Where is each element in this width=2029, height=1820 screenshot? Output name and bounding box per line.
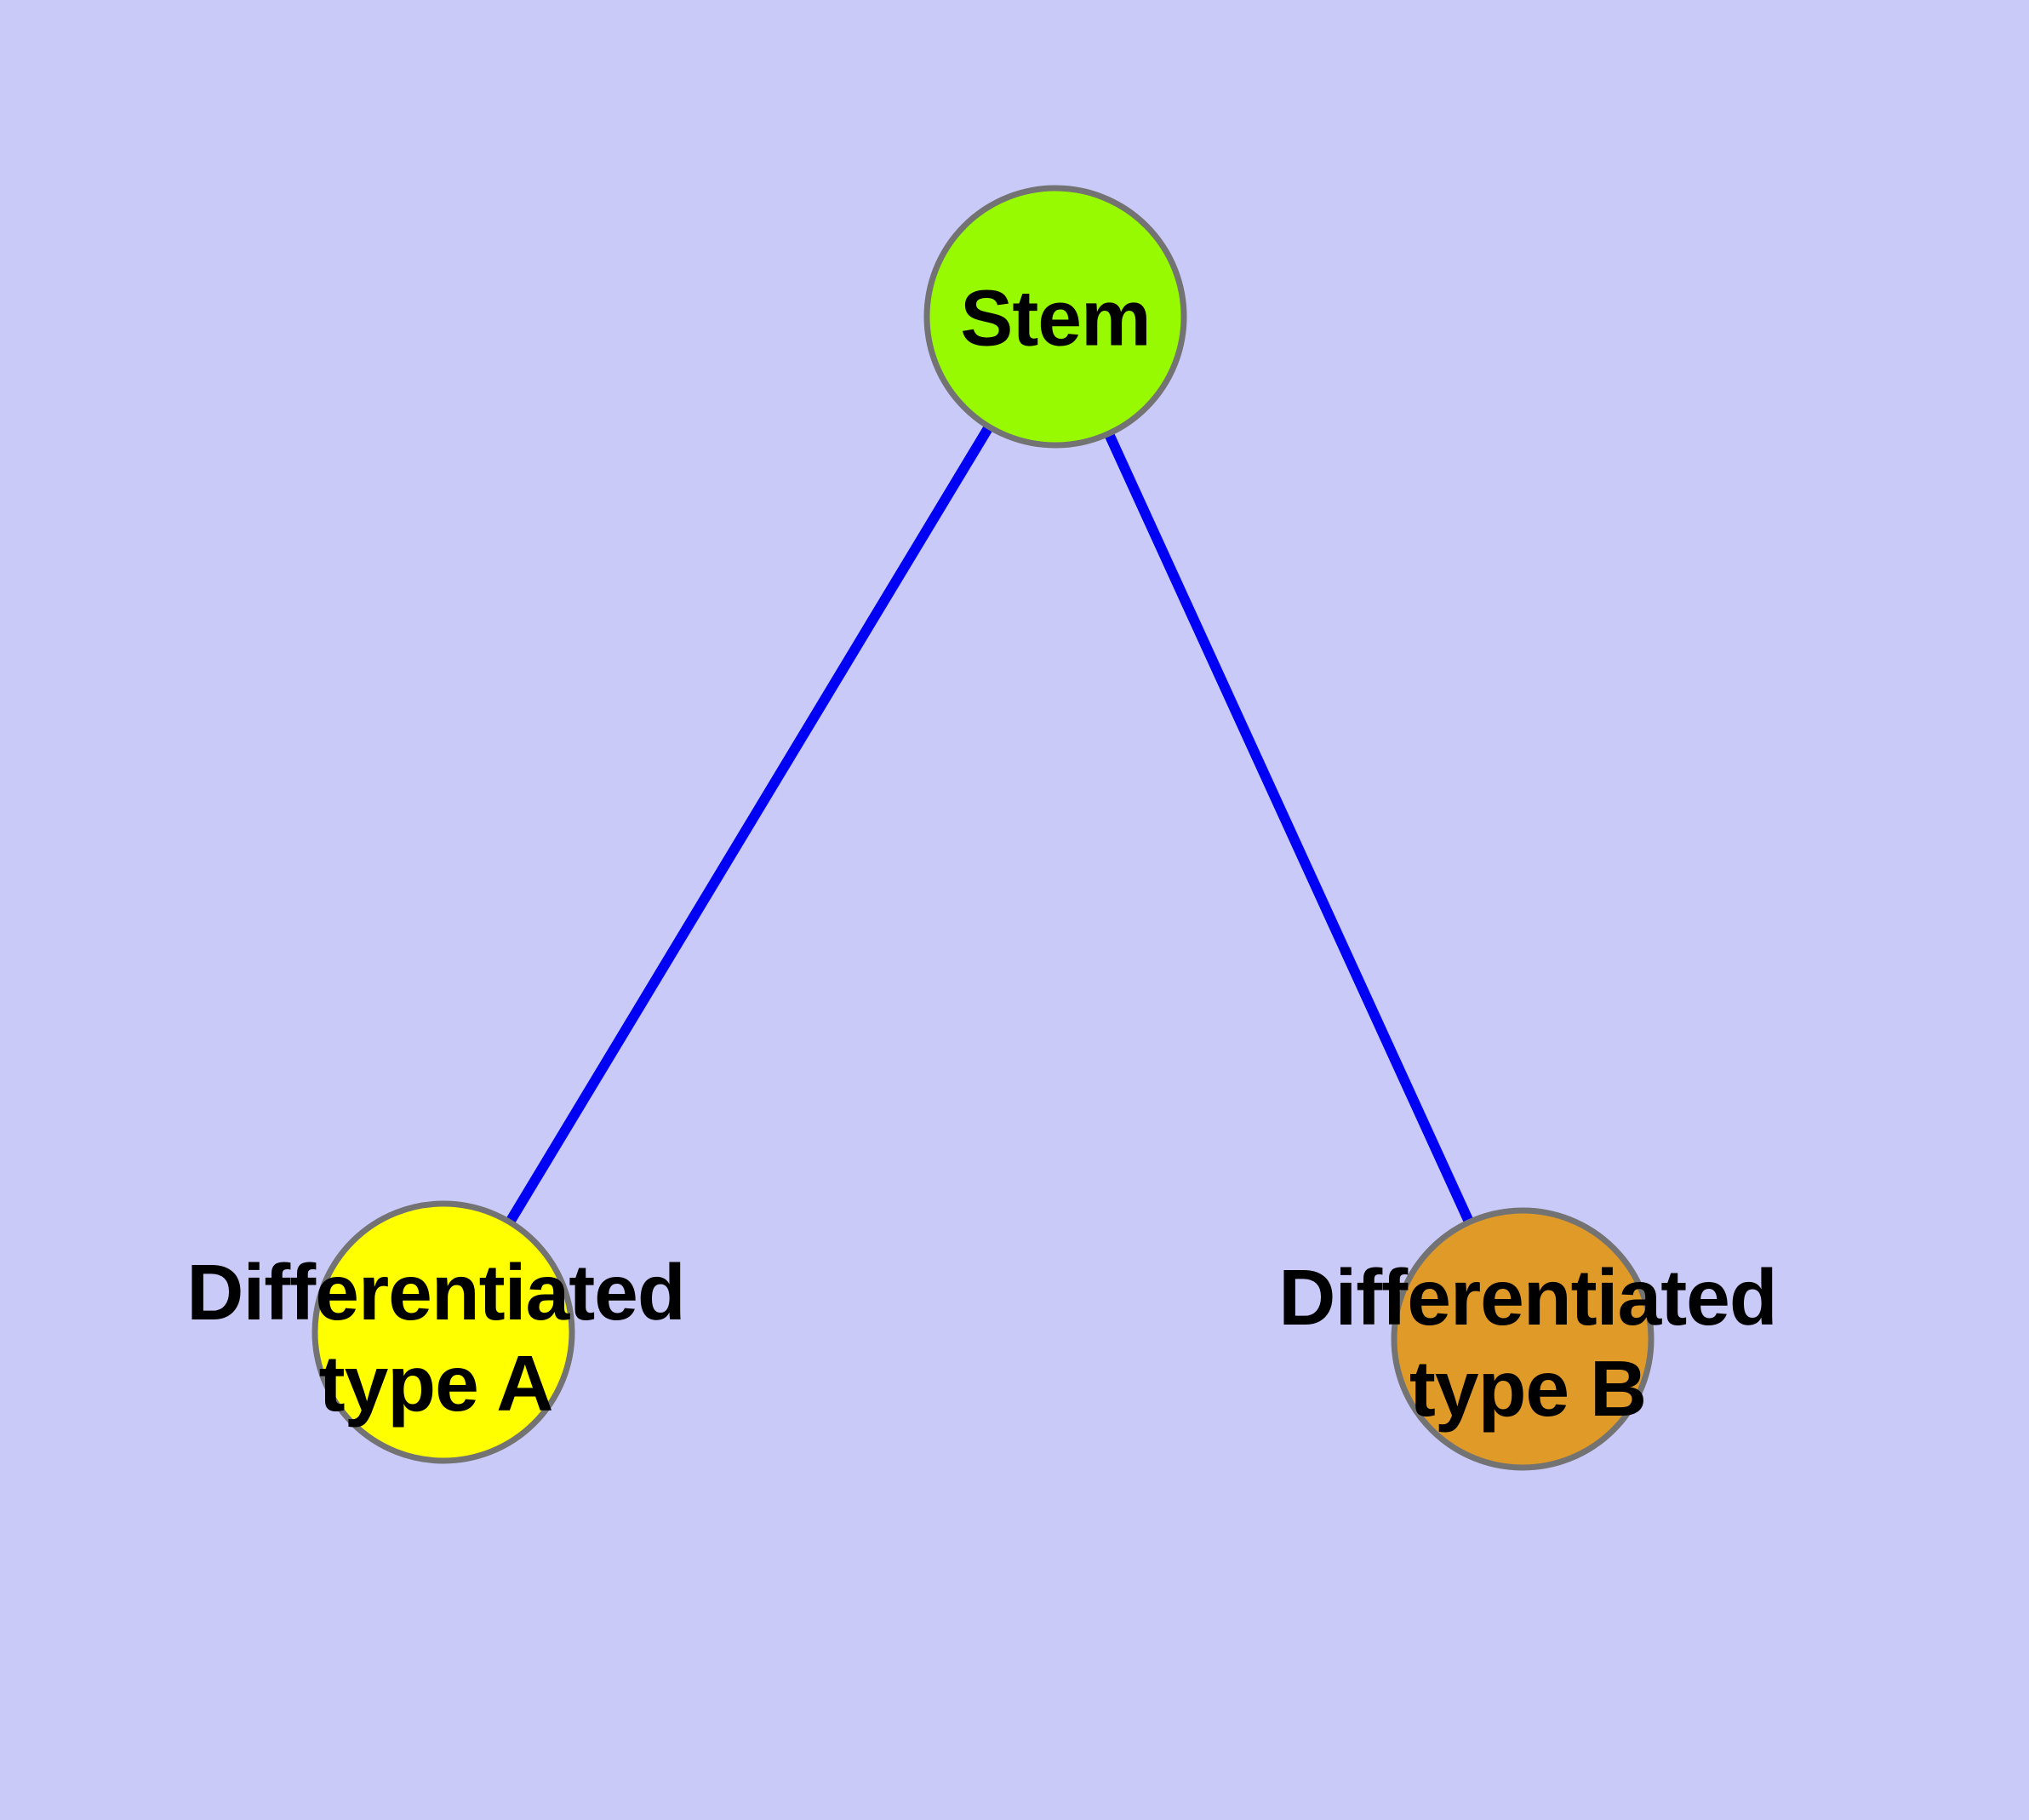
node-differentiated-type-a [311, 1200, 575, 1464]
node-differentiated-type-b [1391, 1207, 1655, 1471]
edge-stem-to-type-a [438, 313, 1060, 1336]
node-stem [923, 185, 1187, 449]
node-label-stem: Stem [960, 273, 1151, 364]
node-label-line: Differentiated [1278, 1253, 1777, 1342]
node-label-differentiated-type-b: Differentiated type B [1278, 1252, 1777, 1434]
node-label-line: Differentiated [186, 1248, 685, 1337]
edge-stem-to-type-b [1050, 314, 1528, 1342]
node-label-differentiated-type-a: Differentiated type A [186, 1247, 685, 1429]
node-label-line: type A [318, 1339, 554, 1428]
node-label-line: type B [1409, 1344, 1647, 1433]
node-label-line: Stem [960, 273, 1151, 363]
